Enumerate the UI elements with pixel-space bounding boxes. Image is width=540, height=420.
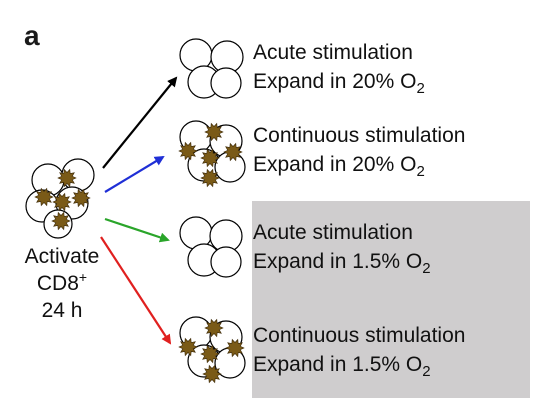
arrow-continuous-20: [104, 155, 165, 193]
antigen-dot: [200, 148, 220, 168]
condition-expand-sub: 2: [416, 80, 425, 98]
condition-expand-sub: 2: [416, 163, 425, 181]
condition-expand-label: Expand in 20% O2: [253, 67, 425, 96]
condition-expand-sub: 2: [422, 363, 431, 381]
activation-cd8-sup: +: [78, 269, 88, 285]
start-antigen-dots: [34, 168, 91, 231]
antigen-dot: [178, 141, 198, 161]
antigen-dot: [71, 188, 91, 208]
arrow-acute-20: [102, 76, 178, 169]
condition-continuous-20: Continuous stimulation Expand in 20% O2: [253, 121, 465, 179]
cell-group-acute-20: [179, 38, 244, 99]
antigen-dot: [178, 337, 198, 357]
condition-acute-1-5: Acute stimulation Expand in 1.5% O2: [253, 218, 431, 276]
antigen-dot: [200, 344, 220, 364]
arrow-acute-1-5: [104, 217, 170, 243]
condition-stim-label: Continuous stimulation: [253, 324, 466, 347]
condition-expand-sub: 2: [422, 260, 431, 278]
condition-stim-label: Continuous stimulation: [253, 124, 466, 147]
antigen-dot: [204, 318, 224, 338]
antigen-dot: [34, 187, 54, 207]
antigen-dot: [52, 192, 72, 212]
antigen-dot: [225, 338, 245, 358]
panel-label: a: [24, 20, 40, 51]
antigen-dot: [204, 122, 224, 142]
condition-stim-label: Acute stimulation: [253, 221, 413, 244]
hypoxia-shaded-region: [252, 201, 530, 398]
activation-label: Activate CD8+ 24 h: [14, 243, 110, 324]
condition-expand-label: Expand in 20% O2: [253, 150, 465, 179]
activation-line-2: CD8+: [14, 270, 110, 297]
arrow-continuous-1-5: [100, 236, 172, 345]
condition-expand-text: Expand in 1.5% O: [253, 250, 423, 273]
antigen-dot: [202, 364, 222, 384]
antigen-dot: [223, 142, 243, 162]
antigen-dot: [51, 211, 71, 231]
condition-expand-label: Expand in 1.5% O2: [253, 247, 431, 276]
antigen-dot: [200, 168, 220, 188]
cell-group-acute-1-5: [179, 216, 243, 278]
antigen-dots-continuous-20: [178, 122, 243, 188]
antigen-dot: [57, 168, 77, 188]
condition-expand-text: Expand in 20% O: [253, 70, 417, 93]
antigen-dots-continuous-1-5: [178, 318, 245, 384]
condition-acute-20: Acute stimulation Expand in 20% O2: [253, 38, 425, 96]
activation-line-3: 24 h: [41, 299, 83, 322]
activation-line-1: Activate: [24, 245, 100, 268]
condition-expand-text: Expand in 20% O: [253, 153, 417, 176]
condition-expand-label: Expand in 1.5% O2: [253, 350, 465, 379]
cell-group-continuous-20: [179, 120, 246, 183]
condition-expand-text: Expand in 1.5% O: [253, 353, 423, 376]
condition-continuous-1-5: Continuous stimulation Expand in 1.5% O2: [253, 321, 465, 379]
condition-stim-label: Acute stimulation: [253, 41, 413, 64]
activation-cd8: CD8: [36, 272, 79, 295]
